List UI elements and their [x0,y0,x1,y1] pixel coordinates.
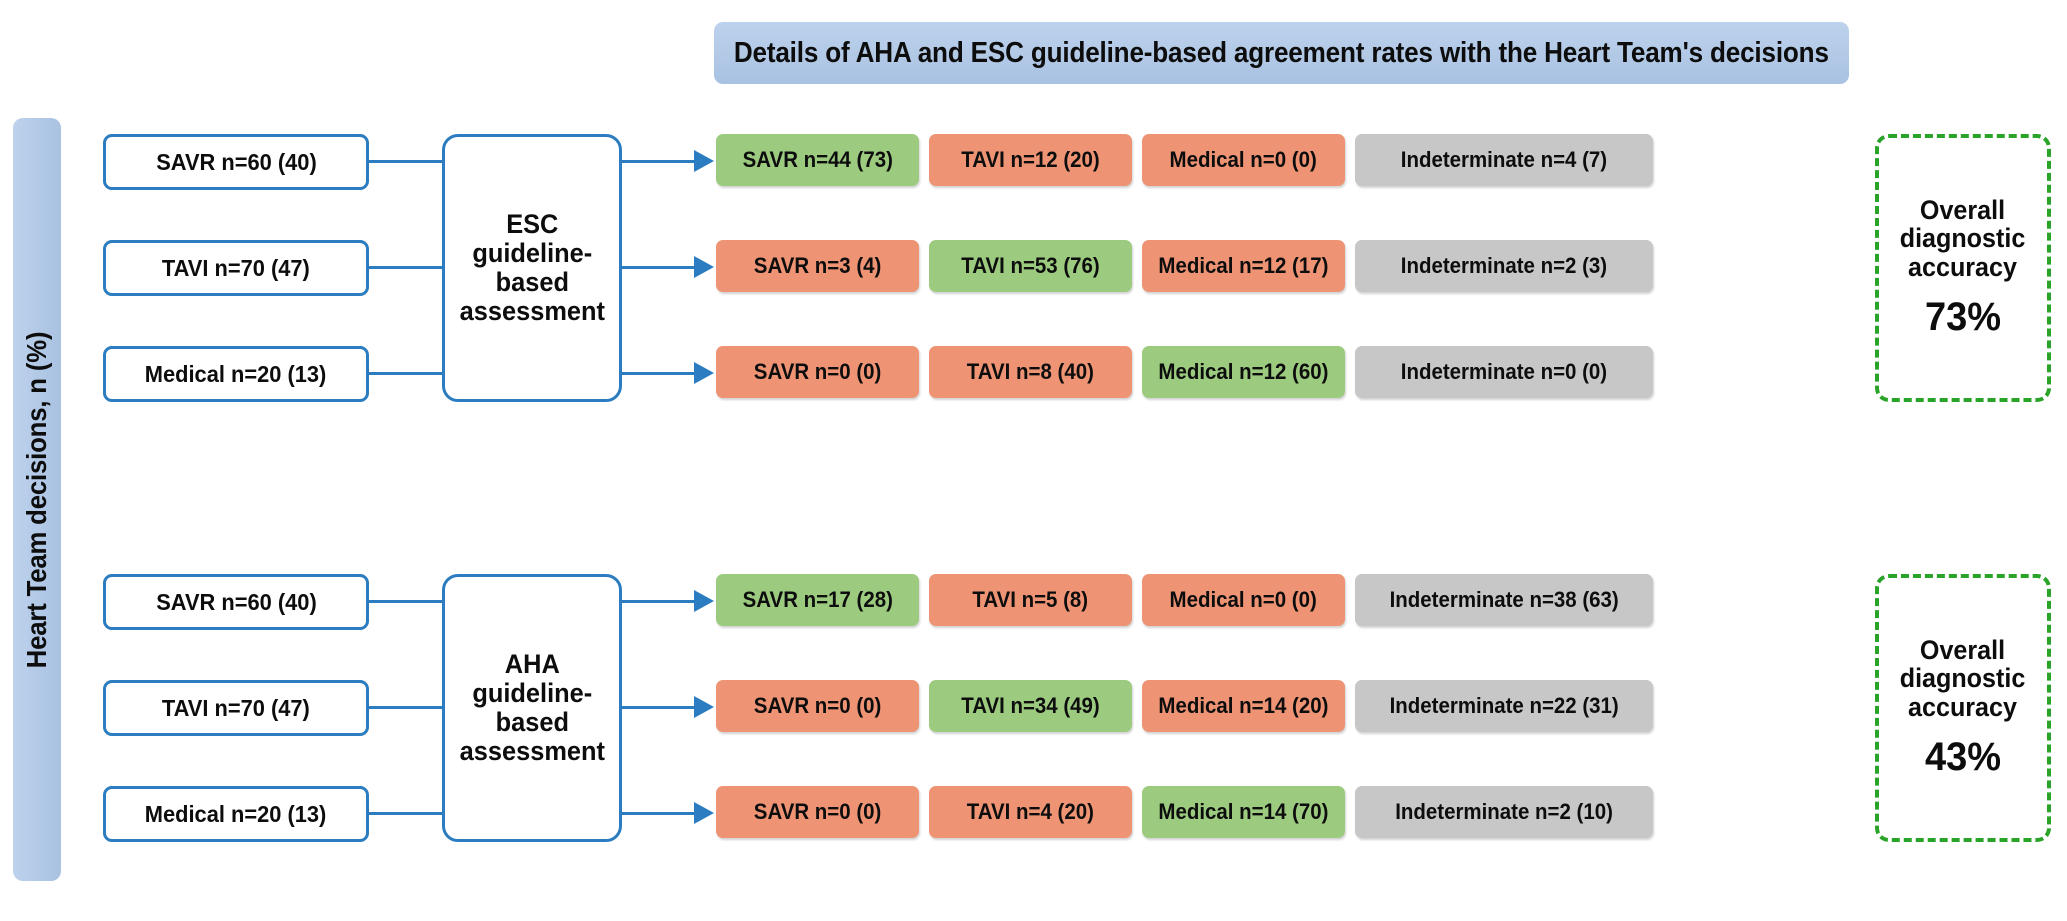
assessment-box-esc[interactable]: ESC guideline- based assessment [442,134,622,402]
connector-line-right [620,600,698,603]
section-esc: SAVR n=60 (40) TAVI n=70 (47) Medical n=… [0,118,2067,438]
result-label: Medical n=14 (70) [1158,799,1329,824]
result-label: Medical n=14 (20) [1158,693,1329,718]
result-label: TAVI n=5 (8) [972,587,1089,612]
result-label: SAVR n=3 (4) [753,253,882,278]
decision-label: SAVR n=60 (40) [155,148,317,175]
decision-box-savr[interactable]: SAVR n=60 (40) [103,574,369,630]
result-cell-savr[interactable]: SAVR n=44 (73) [716,134,919,186]
decision-box-tavi[interactable]: TAVI n=70 (47) [103,240,369,296]
result-row: SAVR n=3 (4) TAVI n=53 (76) Medical n=12… [716,240,1849,292]
decision-label: Medical n=20 (13) [145,800,327,827]
accuracy-value: 43% [1924,735,2002,780]
result-cell-savr[interactable]: SAVR n=3 (4) [716,240,919,292]
result-cell-tavi[interactable]: TAVI n=8 (40) [929,346,1132,398]
result-label: TAVI n=8 (40) [966,359,1095,384]
section-aha: SAVR n=60 (40) TAVI n=70 (47) Medical n=… [0,558,2067,878]
connector-line-left [369,706,444,709]
result-label: Medical n=12 (60) [1158,359,1329,384]
decision-box-tavi[interactable]: TAVI n=70 (47) [103,680,369,736]
result-label: Indeterminate n=2 (10) [1395,799,1613,824]
connector-line-left [369,266,444,269]
result-cell-savr[interactable]: SAVR n=0 (0) [716,346,919,398]
result-label: TAVI n=12 (20) [961,147,1100,172]
result-cell-medical[interactable]: Medical n=0 (0) [1142,574,1345,626]
connector-line-right [620,266,698,269]
result-label: Medical n=0 (0) [1169,147,1318,172]
connector-line-left [369,812,444,815]
decision-label: TAVI n=70 (47) [162,254,310,281]
header-banner: Details of AHA and ESC guideline-based a… [714,22,1849,84]
arrow-head-icon [694,802,714,824]
result-label: SAVR n=0 (0) [753,693,882,718]
connector-line-left [369,372,444,375]
result-label: SAVR n=0 (0) [753,359,882,384]
accuracy-title: Overall diagnostic accuracy [1900,634,2026,722]
result-label: SAVR n=17 (28) [742,587,893,612]
result-label: Indeterminate n=38 (63) [1389,587,1619,612]
arrow-head-icon [694,590,714,612]
result-cell-medical[interactable]: Medical n=12 (17) [1142,240,1345,292]
assessment-box-aha[interactable]: AHA guideline- based assessment [442,574,622,842]
result-label: Medical n=12 (17) [1158,253,1329,278]
result-cell-tavi[interactable]: TAVI n=5 (8) [929,574,1132,626]
connector-line-left [369,600,444,603]
result-label: Indeterminate n=22 (31) [1389,693,1619,718]
connector-line-left [369,160,444,163]
result-cell-tavi[interactable]: TAVI n=4 (20) [929,786,1132,838]
decision-box-savr[interactable]: SAVR n=60 (40) [103,134,369,190]
accuracy-box-aha: Overall diagnostic accuracy 43% [1875,574,2051,842]
result-label: Indeterminate n=0 (0) [1400,359,1608,384]
result-cell-indeterminate[interactable]: Indeterminate n=38 (63) [1355,574,1653,626]
accuracy-title: Overall diagnostic accuracy [1900,194,2026,282]
decision-box-medical[interactable]: Medical n=20 (13) [103,346,369,402]
result-cell-medical[interactable]: Medical n=12 (60) [1142,346,1345,398]
heart-team-axis-bar [13,118,61,881]
decision-label: Medical n=20 (13) [145,360,327,387]
result-label: SAVR n=44 (73) [742,147,893,172]
arrow-head-icon [694,150,714,172]
result-cell-savr[interactable]: SAVR n=17 (28) [716,574,919,626]
result-cell-indeterminate[interactable]: Indeterminate n=2 (3) [1355,240,1653,292]
result-cell-indeterminate[interactable]: Indeterminate n=4 (7) [1355,134,1653,186]
connector-line-right [620,160,698,163]
decision-label: SAVR n=60 (40) [155,588,317,615]
result-cell-savr[interactable]: SAVR n=0 (0) [716,786,919,838]
result-row: SAVR n=0 (0) TAVI n=8 (40) Medical n=12 … [716,346,1849,398]
result-cell-indeterminate[interactable]: Indeterminate n=0 (0) [1355,346,1653,398]
result-row: SAVR n=0 (0) TAVI n=4 (20) Medical n=14 … [716,786,1849,838]
result-cell-savr[interactable]: SAVR n=0 (0) [716,680,919,732]
result-cell-indeterminate[interactable]: Indeterminate n=22 (31) [1355,680,1653,732]
accuracy-box-esc: Overall diagnostic accuracy 73% [1875,134,2051,402]
result-cell-medical[interactable]: Medical n=14 (70) [1142,786,1345,838]
arrow-head-icon [694,696,714,718]
arrow-head-icon [694,362,714,384]
result-row: SAVR n=17 (28) TAVI n=5 (8) Medical n=0 … [716,574,1849,626]
arrow-head-icon [694,256,714,278]
result-cell-medical[interactable]: Medical n=0 (0) [1142,134,1345,186]
accuracy-value: 73% [1924,295,2002,340]
result-cell-tavi[interactable]: TAVI n=53 (76) [929,240,1132,292]
connector-line-right [620,706,698,709]
result-label: TAVI n=4 (20) [966,799,1095,824]
connector-line-right [620,812,698,815]
result-cell-medical[interactable]: Medical n=14 (20) [1142,680,1345,732]
result-label: TAVI n=34 (49) [961,693,1100,718]
result-row: SAVR n=0 (0) TAVI n=34 (49) Medical n=14… [716,680,1849,732]
header-title: Details of AHA and ESC guideline-based a… [734,36,1829,69]
result-label: SAVR n=0 (0) [753,799,882,824]
result-cell-tavi[interactable]: TAVI n=34 (49) [929,680,1132,732]
decision-box-medical[interactable]: Medical n=20 (13) [103,786,369,842]
assessment-label: AHA guideline- based assessment [459,648,605,767]
connector-line-right [620,372,698,375]
result-cell-tavi[interactable]: TAVI n=12 (20) [929,134,1132,186]
result-label: Indeterminate n=2 (3) [1400,253,1608,278]
result-label: TAVI n=53 (76) [961,253,1100,278]
result-cell-indeterminate[interactable]: Indeterminate n=2 (10) [1355,786,1653,838]
assessment-label: ESC guideline- based assessment [459,208,605,327]
result-row: SAVR n=44 (73) TAVI n=12 (20) Medical n=… [716,134,1849,186]
result-label: Medical n=0 (0) [1169,587,1318,612]
decision-label: TAVI n=70 (47) [162,694,310,721]
result-label: Indeterminate n=4 (7) [1400,147,1608,172]
